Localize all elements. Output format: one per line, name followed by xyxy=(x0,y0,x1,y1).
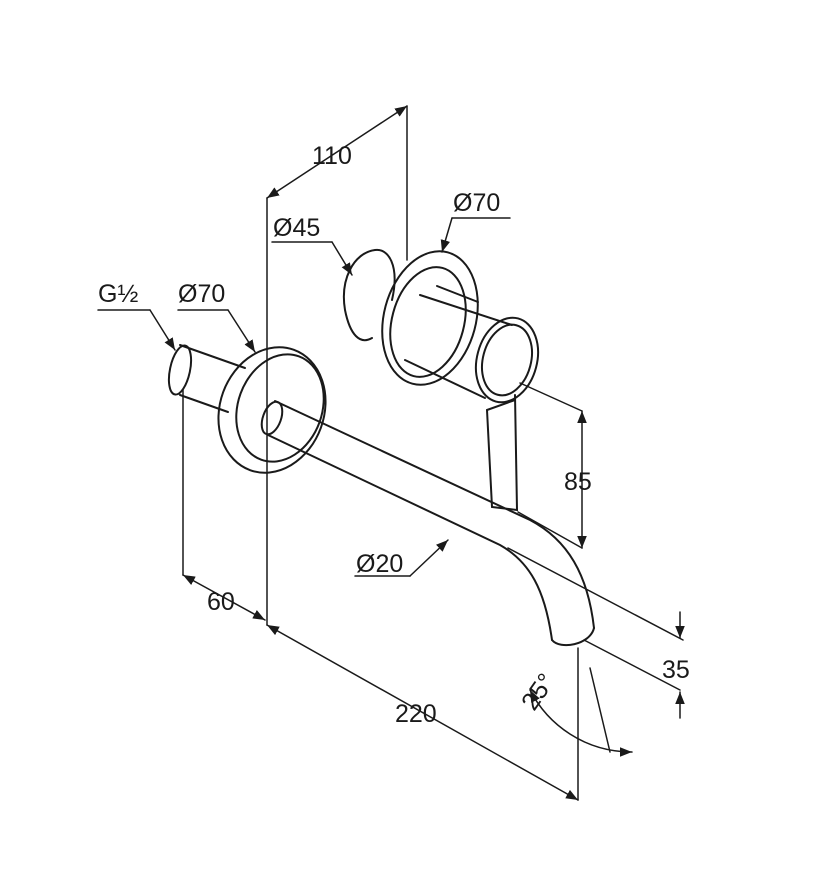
dim-dia70-handle-label: Ø70 xyxy=(453,189,500,217)
dimension-lines xyxy=(149,105,685,801)
dim-85-label: 85 xyxy=(564,468,592,496)
dim-dia20-label: Ø20 xyxy=(356,550,403,578)
dim-thread-label: G½ xyxy=(98,280,138,308)
dim-dia45-label: Ø45 xyxy=(273,214,320,242)
dim-110-label: 110 xyxy=(312,142,352,170)
dim-220-label: 220 xyxy=(395,700,437,728)
mixer-body xyxy=(343,248,540,512)
dim-25-degree-label: 25° xyxy=(516,668,561,715)
dim-35-label: 35 xyxy=(662,656,690,684)
extension-lines xyxy=(97,105,684,801)
dim-dia70-spout-label: Ø70 xyxy=(178,280,225,308)
dim-60-label: 60 xyxy=(207,588,235,616)
